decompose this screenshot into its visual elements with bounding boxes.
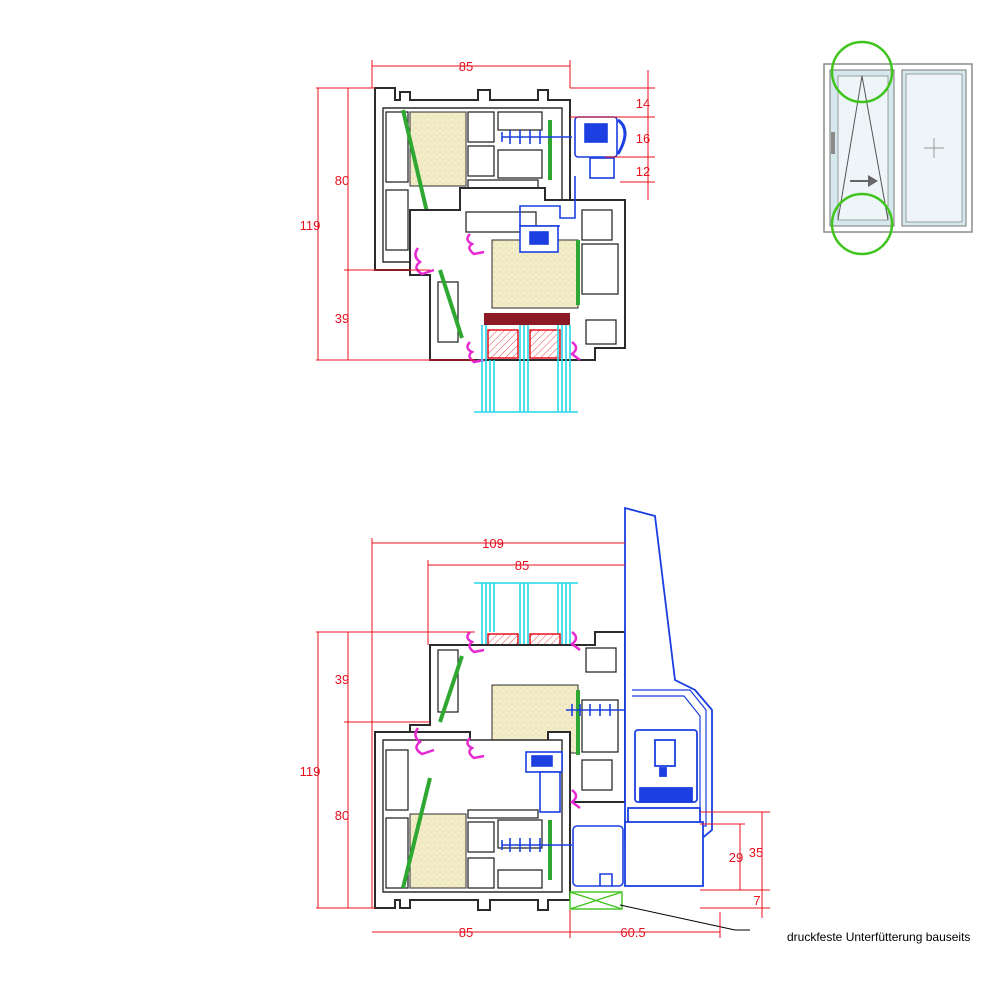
fixed-pane-cross-icon	[924, 138, 944, 158]
note-leader-line	[619, 904, 736, 931]
dim-bottom-width-85-top: 85	[515, 558, 529, 573]
dim-top-height-80: 80	[335, 173, 349, 188]
top-glass-spacer-bar	[484, 313, 570, 325]
top-glazing	[474, 313, 578, 413]
highlight-circle-bottom	[830, 192, 894, 256]
top-glass-spacer-2	[529, 329, 561, 359]
bottom-sash-reinforcement	[438, 655, 464, 723]
dim-top-height-119: 119	[300, 218, 321, 233]
top-hardware	[501, 116, 627, 253]
pressure-resistant-packing	[569, 891, 623, 910]
dim-bottom-29: 29	[729, 850, 743, 865]
bottom-frame-chambers	[385, 749, 543, 889]
top-glass-spacer	[487, 329, 519, 359]
bottom-gaskets	[414, 631, 581, 809]
top-sash-reinforcement	[438, 269, 464, 339]
bottom-dimensions	[316, 538, 770, 938]
top-glass-panes	[474, 325, 578, 413]
dim-top-height-39: 39	[335, 311, 349, 326]
top-section: 85 14 16 12 80 119 39	[300, 59, 655, 413]
dim-bottom-height-80: 80	[335, 808, 349, 823]
dim-bottom-height-39: 39	[335, 672, 349, 687]
tilt-direction-arrow-icon	[850, 175, 878, 187]
dim-bottom-height-119: 119	[300, 764, 321, 779]
dim-bottom-35: 35	[749, 845, 763, 860]
dim-bottom-60-5: 60.5	[620, 925, 645, 940]
bottom-frame-reinforcement	[401, 777, 432, 889]
top-dimensions	[316, 60, 655, 361]
bottom-section: 109 85 39 119 80 85 60.5 29 35 7 druckfe…	[300, 506, 970, 944]
packing-note: druckfeste Unterfütterung bauseits	[787, 930, 970, 944]
dim-top-14: 14	[636, 96, 650, 111]
highlight-circle-top	[830, 40, 894, 104]
top-frame-chambers	[385, 111, 543, 251]
top-frame-reinforcement	[401, 109, 432, 226]
bottom-hardware	[501, 704, 636, 887]
dim-bottom-width-85: 85	[459, 925, 473, 940]
roller-shutter-box	[624, 506, 713, 887]
tilt-triangle	[837, 75, 889, 221]
dim-top-width-85: 85	[459, 59, 473, 74]
dim-top-16: 16	[636, 131, 650, 146]
dim-bottom-width-109: 109	[482, 536, 504, 551]
dim-bottom-7: 7	[753, 893, 760, 908]
top-sash-chambers	[437, 209, 619, 345]
window-handle-icon	[831, 132, 835, 154]
tilt-turn-window-icon	[823, 40, 973, 256]
dim-top-12: 12	[636, 164, 650, 179]
